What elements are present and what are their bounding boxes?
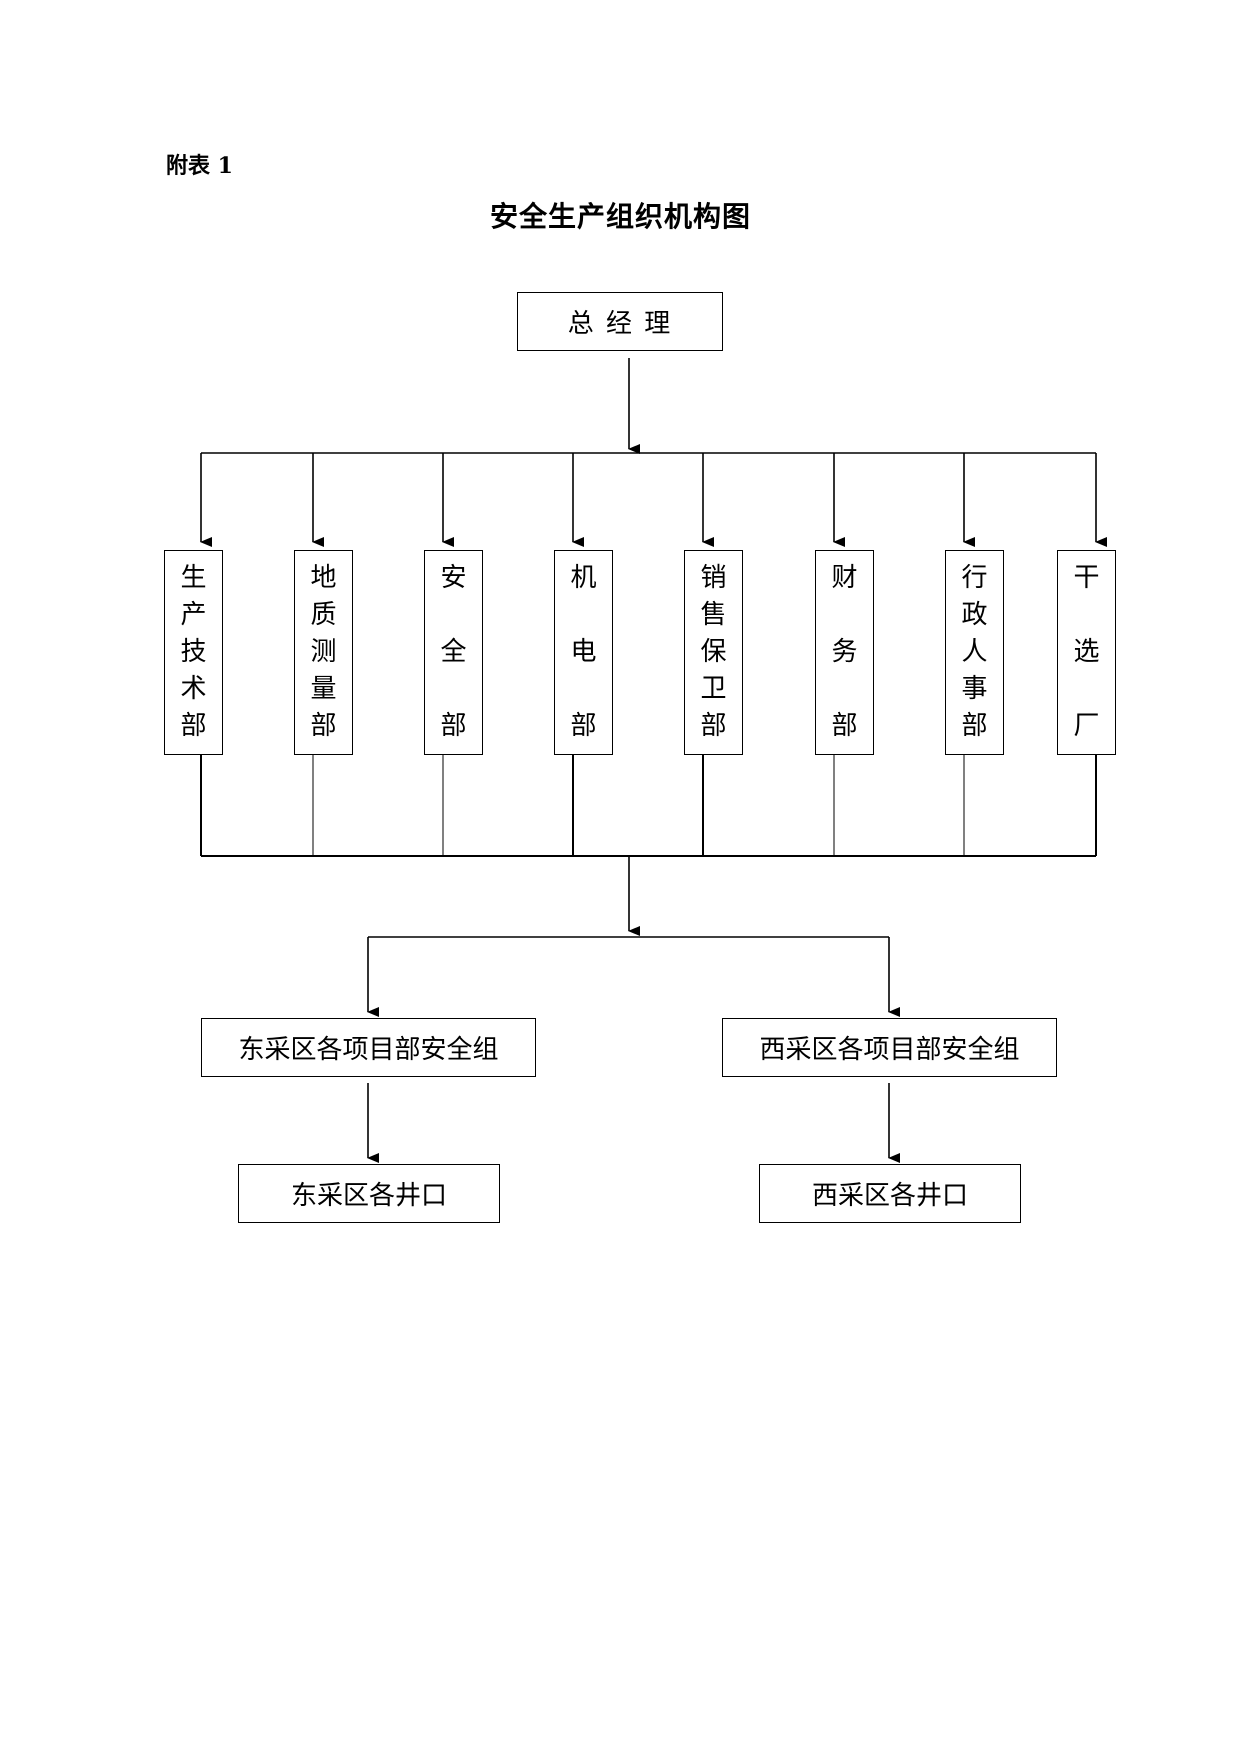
department-box-4: 机 电 部 xyxy=(554,550,613,755)
department-label-7: 行政人事部 xyxy=(961,563,988,741)
department-label-1: 生产技术部 xyxy=(180,563,207,741)
general-manager-box: 总 经 理 xyxy=(517,292,723,351)
appendix-label: 附表 1 xyxy=(166,153,233,179)
east-safety-group-box: 东采区各项目部安全组 xyxy=(201,1018,536,1077)
department-box-2: 地质测量部 xyxy=(294,550,353,755)
department-label-3: 安 全 部 xyxy=(440,563,467,741)
department-label-2: 地质测量部 xyxy=(310,563,337,741)
west-wells-box: 西采区各井口 xyxy=(759,1164,1021,1223)
department-label-8: 干 选 厂 xyxy=(1073,563,1100,741)
west-wells-label: 西采区各井口 xyxy=(811,1181,968,1211)
department-box-3: 安 全 部 xyxy=(424,550,483,755)
general-manager-label: 总 经 理 xyxy=(567,309,673,339)
department-box-6: 财 务 部 xyxy=(815,550,874,755)
department-label-5: 销售保卫部 xyxy=(700,563,727,741)
department-box-1: 生产技术部 xyxy=(164,550,223,755)
page-title: 安全生产组织机构图 xyxy=(489,200,751,233)
west-safety-group-label: 西采区各项目部安全组 xyxy=(759,1035,1020,1065)
department-box-7: 行政人事部 xyxy=(945,550,1004,755)
department-label-4: 机 电 部 xyxy=(570,563,597,741)
east-wells-label: 东采区各井口 xyxy=(290,1181,447,1211)
department-label-6: 财 务 部 xyxy=(831,563,858,741)
east-safety-group-label: 东采区各项目部安全组 xyxy=(238,1035,499,1065)
department-box-5: 销售保卫部 xyxy=(684,550,743,755)
department-box-8: 干 选 厂 xyxy=(1057,550,1116,755)
west-safety-group-box: 西采区各项目部安全组 xyxy=(722,1018,1057,1077)
east-wells-box: 东采区各井口 xyxy=(238,1164,500,1223)
